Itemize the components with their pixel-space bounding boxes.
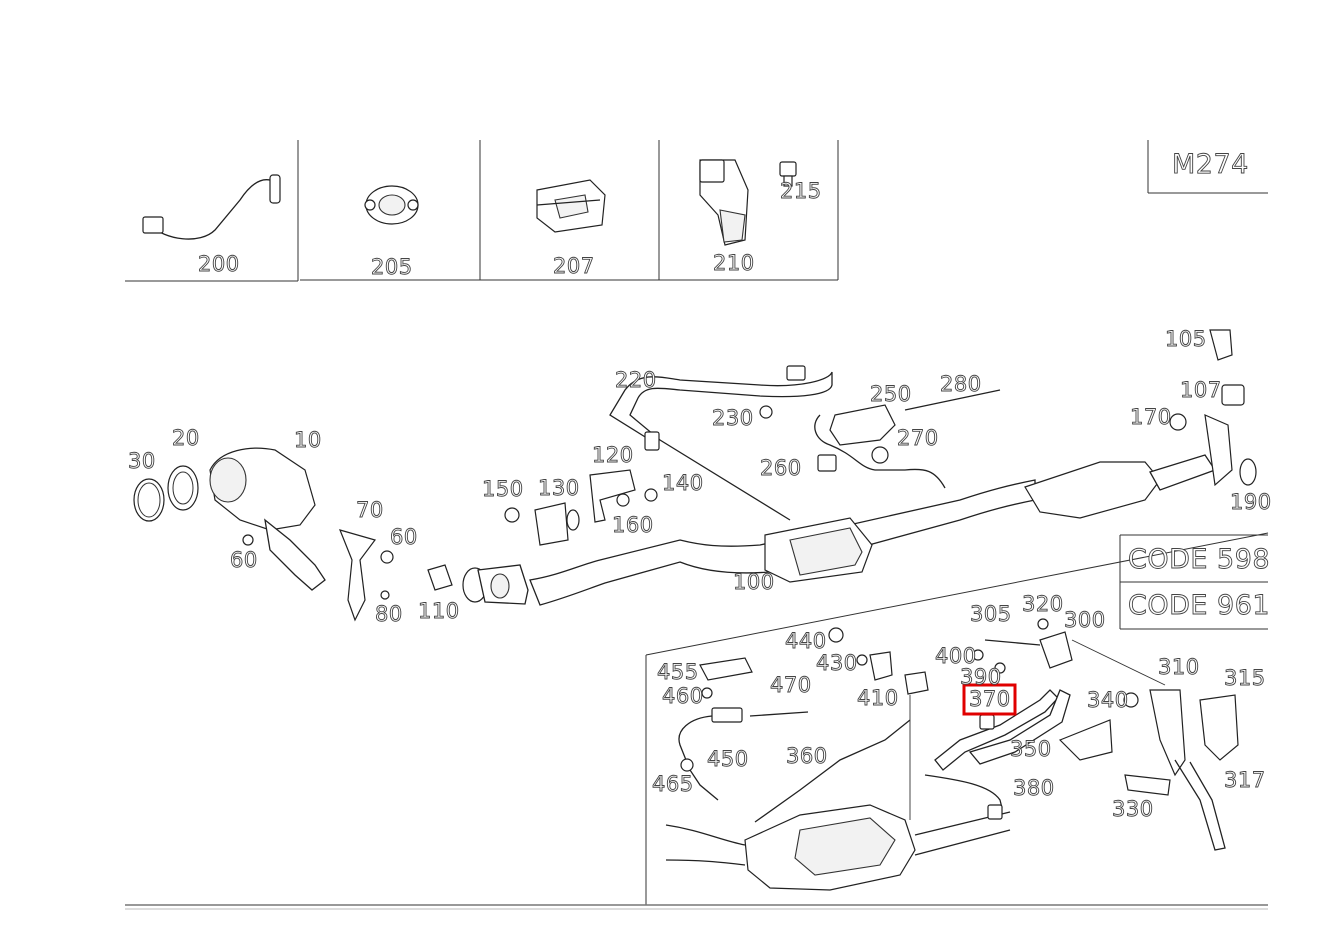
part-label-330[interactable]: 330 <box>1112 797 1154 822</box>
part-label-310[interactable]: 310 <box>1158 655 1200 680</box>
part-label-107[interactable]: 107 <box>1180 378 1222 403</box>
part-label-205[interactable]: 205 <box>371 255 413 280</box>
hanger-120-130-140-150-160-drawing <box>504 469 658 546</box>
part-label-400[interactable]: 400 <box>935 644 977 669</box>
part-label-465[interactable]: 465 <box>652 772 694 797</box>
pipe-section-drawing <box>462 564 529 605</box>
code-598-label: CODE 598 <box>1128 544 1270 575</box>
inset-brackets-310-315-317-330-drawing <box>1058 689 1239 851</box>
part-label-70[interactable]: 70 <box>356 498 384 523</box>
part-label-200[interactable]: 200 <box>198 252 240 277</box>
part-label-300[interactable]: 300 <box>1064 608 1106 633</box>
part-label-60-left[interactable]: 60 <box>230 548 258 573</box>
part-label-100[interactable]: 100 <box>733 570 775 595</box>
inset-clips-300-305-320-390-400-drawing <box>972 618 1166 686</box>
part-label-360[interactable]: 360 <box>786 744 828 769</box>
part-label-430[interactable]: 430 <box>816 651 858 676</box>
engine-code-label: M274 <box>1172 149 1249 180</box>
part-label-150[interactable]: 150 <box>482 477 524 502</box>
part-370-highlight-box <box>962 683 1017 716</box>
part-label-105[interactable]: 105 <box>1165 327 1207 352</box>
part-label-207[interactable]: 207 <box>553 254 595 279</box>
part-label-110[interactable]: 110 <box>418 599 460 624</box>
part-label-160[interactable]: 160 <box>612 513 654 538</box>
sensor-wire-220-drawing <box>609 365 833 521</box>
part-label-455[interactable]: 455 <box>657 660 699 685</box>
top-panels-frame <box>125 140 839 282</box>
part-label-317[interactable]: 317 <box>1224 768 1266 793</box>
part-label-220[interactable]: 220 <box>615 368 657 393</box>
part-label-130[interactable]: 130 <box>538 476 580 501</box>
clamp-110-drawing <box>427 564 453 591</box>
part-label-440[interactable]: 440 <box>785 629 827 654</box>
part-label-470[interactable]: 470 <box>770 673 812 698</box>
gasket-30-drawing <box>133 478 165 522</box>
part-label-170[interactable]: 170 <box>1130 405 1172 430</box>
part-label-460[interactable]: 460 <box>662 684 704 709</box>
engine-code-box <box>1147 140 1268 194</box>
part-label-320[interactable]: 320 <box>1022 592 1064 617</box>
part-label-370[interactable]: 370 <box>969 687 1011 712</box>
part-label-140[interactable]: 140 <box>662 471 704 496</box>
clamp-20-drawing <box>167 465 199 511</box>
code-961-label: CODE 961 <box>1128 590 1270 621</box>
exhaust-pipe-100-drawing <box>529 454 1216 606</box>
inset-tubes-350-360-370-380-drawing <box>754 689 1071 823</box>
mount-207-drawing <box>536 179 606 233</box>
part-label-450[interactable]: 450 <box>707 747 749 772</box>
part-label-340[interactable]: 340 <box>1087 688 1129 713</box>
part-label-350[interactable]: 350 <box>1010 737 1052 762</box>
inset-frame <box>645 532 1269 905</box>
inset-sensor-410-430-440-drawing <box>828 627 929 820</box>
part-label-215[interactable]: 215 <box>780 179 822 204</box>
part-label-380[interactable]: 380 <box>1013 776 1055 801</box>
hanger-105-107-170-190-drawing <box>1169 329 1257 487</box>
part-label-260[interactable]: 260 <box>760 456 802 481</box>
part-label-20[interactable]: 20 <box>172 426 200 451</box>
inset-sensor-450-455-460-465-470-drawing <box>678 657 809 801</box>
part-label-80[interactable]: 80 <box>375 602 403 627</box>
part-label-305[interactable]: 305 <box>970 602 1012 627</box>
part-label-250[interactable]: 250 <box>870 382 912 407</box>
part-label-390[interactable]: 390 <box>960 665 1002 690</box>
part-label-120[interactable]: 120 <box>592 443 634 468</box>
part-label-30[interactable]: 30 <box>128 449 156 474</box>
code-boxes-frame <box>1119 534 1268 630</box>
part-label-210[interactable]: 210 <box>713 251 755 276</box>
part-label-190[interactable]: 190 <box>1230 490 1272 515</box>
part-label-10[interactable]: 10 <box>294 428 322 453</box>
part-label-410[interactable]: 410 <box>857 686 899 711</box>
part-label-270[interactable]: 270 <box>897 426 939 451</box>
bolt-215-drawing <box>779 161 797 187</box>
part-label-60-right[interactable]: 60 <box>390 525 418 550</box>
flange-205-drawing <box>364 185 419 225</box>
part-label-230[interactable]: 230 <box>712 406 754 431</box>
bracket-210-drawing <box>699 159 749 246</box>
bottom-rule <box>125 904 1268 910</box>
part-label-280[interactable]: 280 <box>940 372 982 397</box>
part-label-315[interactable]: 315 <box>1224 666 1266 691</box>
module-250-drawing <box>814 389 1001 489</box>
inset-muffler-drawing <box>665 804 1011 891</box>
bracket-70-drawing <box>242 529 394 622</box>
catalytic-converter-10-drawing <box>209 447 326 591</box>
oxygen-sensor-200-drawing <box>142 174 281 240</box>
